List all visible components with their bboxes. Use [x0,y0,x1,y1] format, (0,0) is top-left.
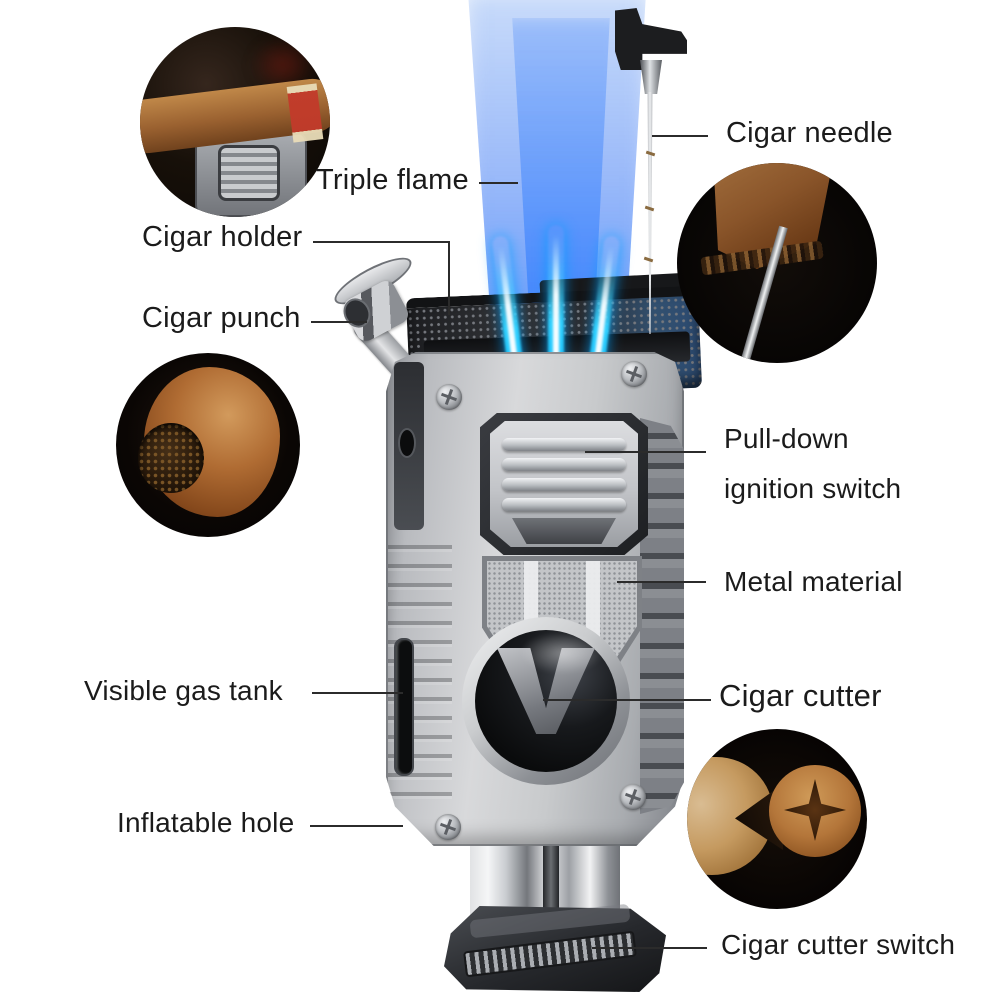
label-cigar-holder: Cigar holder [142,221,303,253]
photo-punched-hole [138,423,204,493]
label-pull-down-line1: Pull-down [724,423,849,454]
label-metal-material: Metal material [724,566,903,597]
callout-line-ignition-switch [585,451,706,453]
ignition-switch-chin [512,518,616,544]
screw [621,361,647,387]
flame-jet-core [553,235,559,385]
callout-line-cigar-punch [311,321,367,323]
label-cigar-punch: Cigar punch [142,302,301,334]
needle-barb [643,256,654,263]
ignition-ridge [502,498,626,511]
screw [620,784,646,810]
needle-shaft [647,92,653,334]
cutter-glare [520,632,604,674]
needle-collar [640,60,662,94]
label-cigar-cutter: Cigar cutter [719,678,882,713]
ignition-ridge [502,438,626,451]
screw [436,384,462,410]
label-pull-down-ignition-switch: Pull-down ignition switch [724,414,901,514]
screw [435,814,461,840]
callout-line-cigar-holder-drop [448,241,450,315]
label-triple-flame: Triple flame [316,164,469,196]
callout-line-cigar-cutter [543,699,711,701]
callout-line-cutter-switch [592,947,707,949]
callout-line-inflatable-hole [310,825,403,827]
callout-line-triple-flame [479,182,518,184]
photo-lighter-panel [218,145,280,201]
label-cigar-cutter-switch: Cigar cutter switch [721,929,956,960]
callout-line-cigar-needle [652,135,708,137]
cigar-cutter-hole [475,630,617,772]
label-visible-gas-tank: Visible gas tank [84,675,283,706]
punch-hinge-hole [398,428,416,458]
label-pull-down-line2: ignition switch [724,473,902,504]
inset-needle-in-cigar-photo [677,163,877,363]
inset-cigar-on-lighter-photo [140,27,330,217]
ignition-ridge [502,458,626,471]
label-cigar-needle: Cigar needle [726,117,893,149]
label-inflatable-hole: Inflatable hole [117,807,295,838]
inset-punched-cigar-photo [116,353,300,537]
gas-tank-window [394,638,414,776]
inset-cut-cigar-tips-photo [687,729,867,909]
callout-line-gas-tank [312,692,403,694]
callout-line-cigar-holder [313,241,450,243]
callout-line-metal-material [617,581,706,583]
ignition-ridge [502,478,626,491]
